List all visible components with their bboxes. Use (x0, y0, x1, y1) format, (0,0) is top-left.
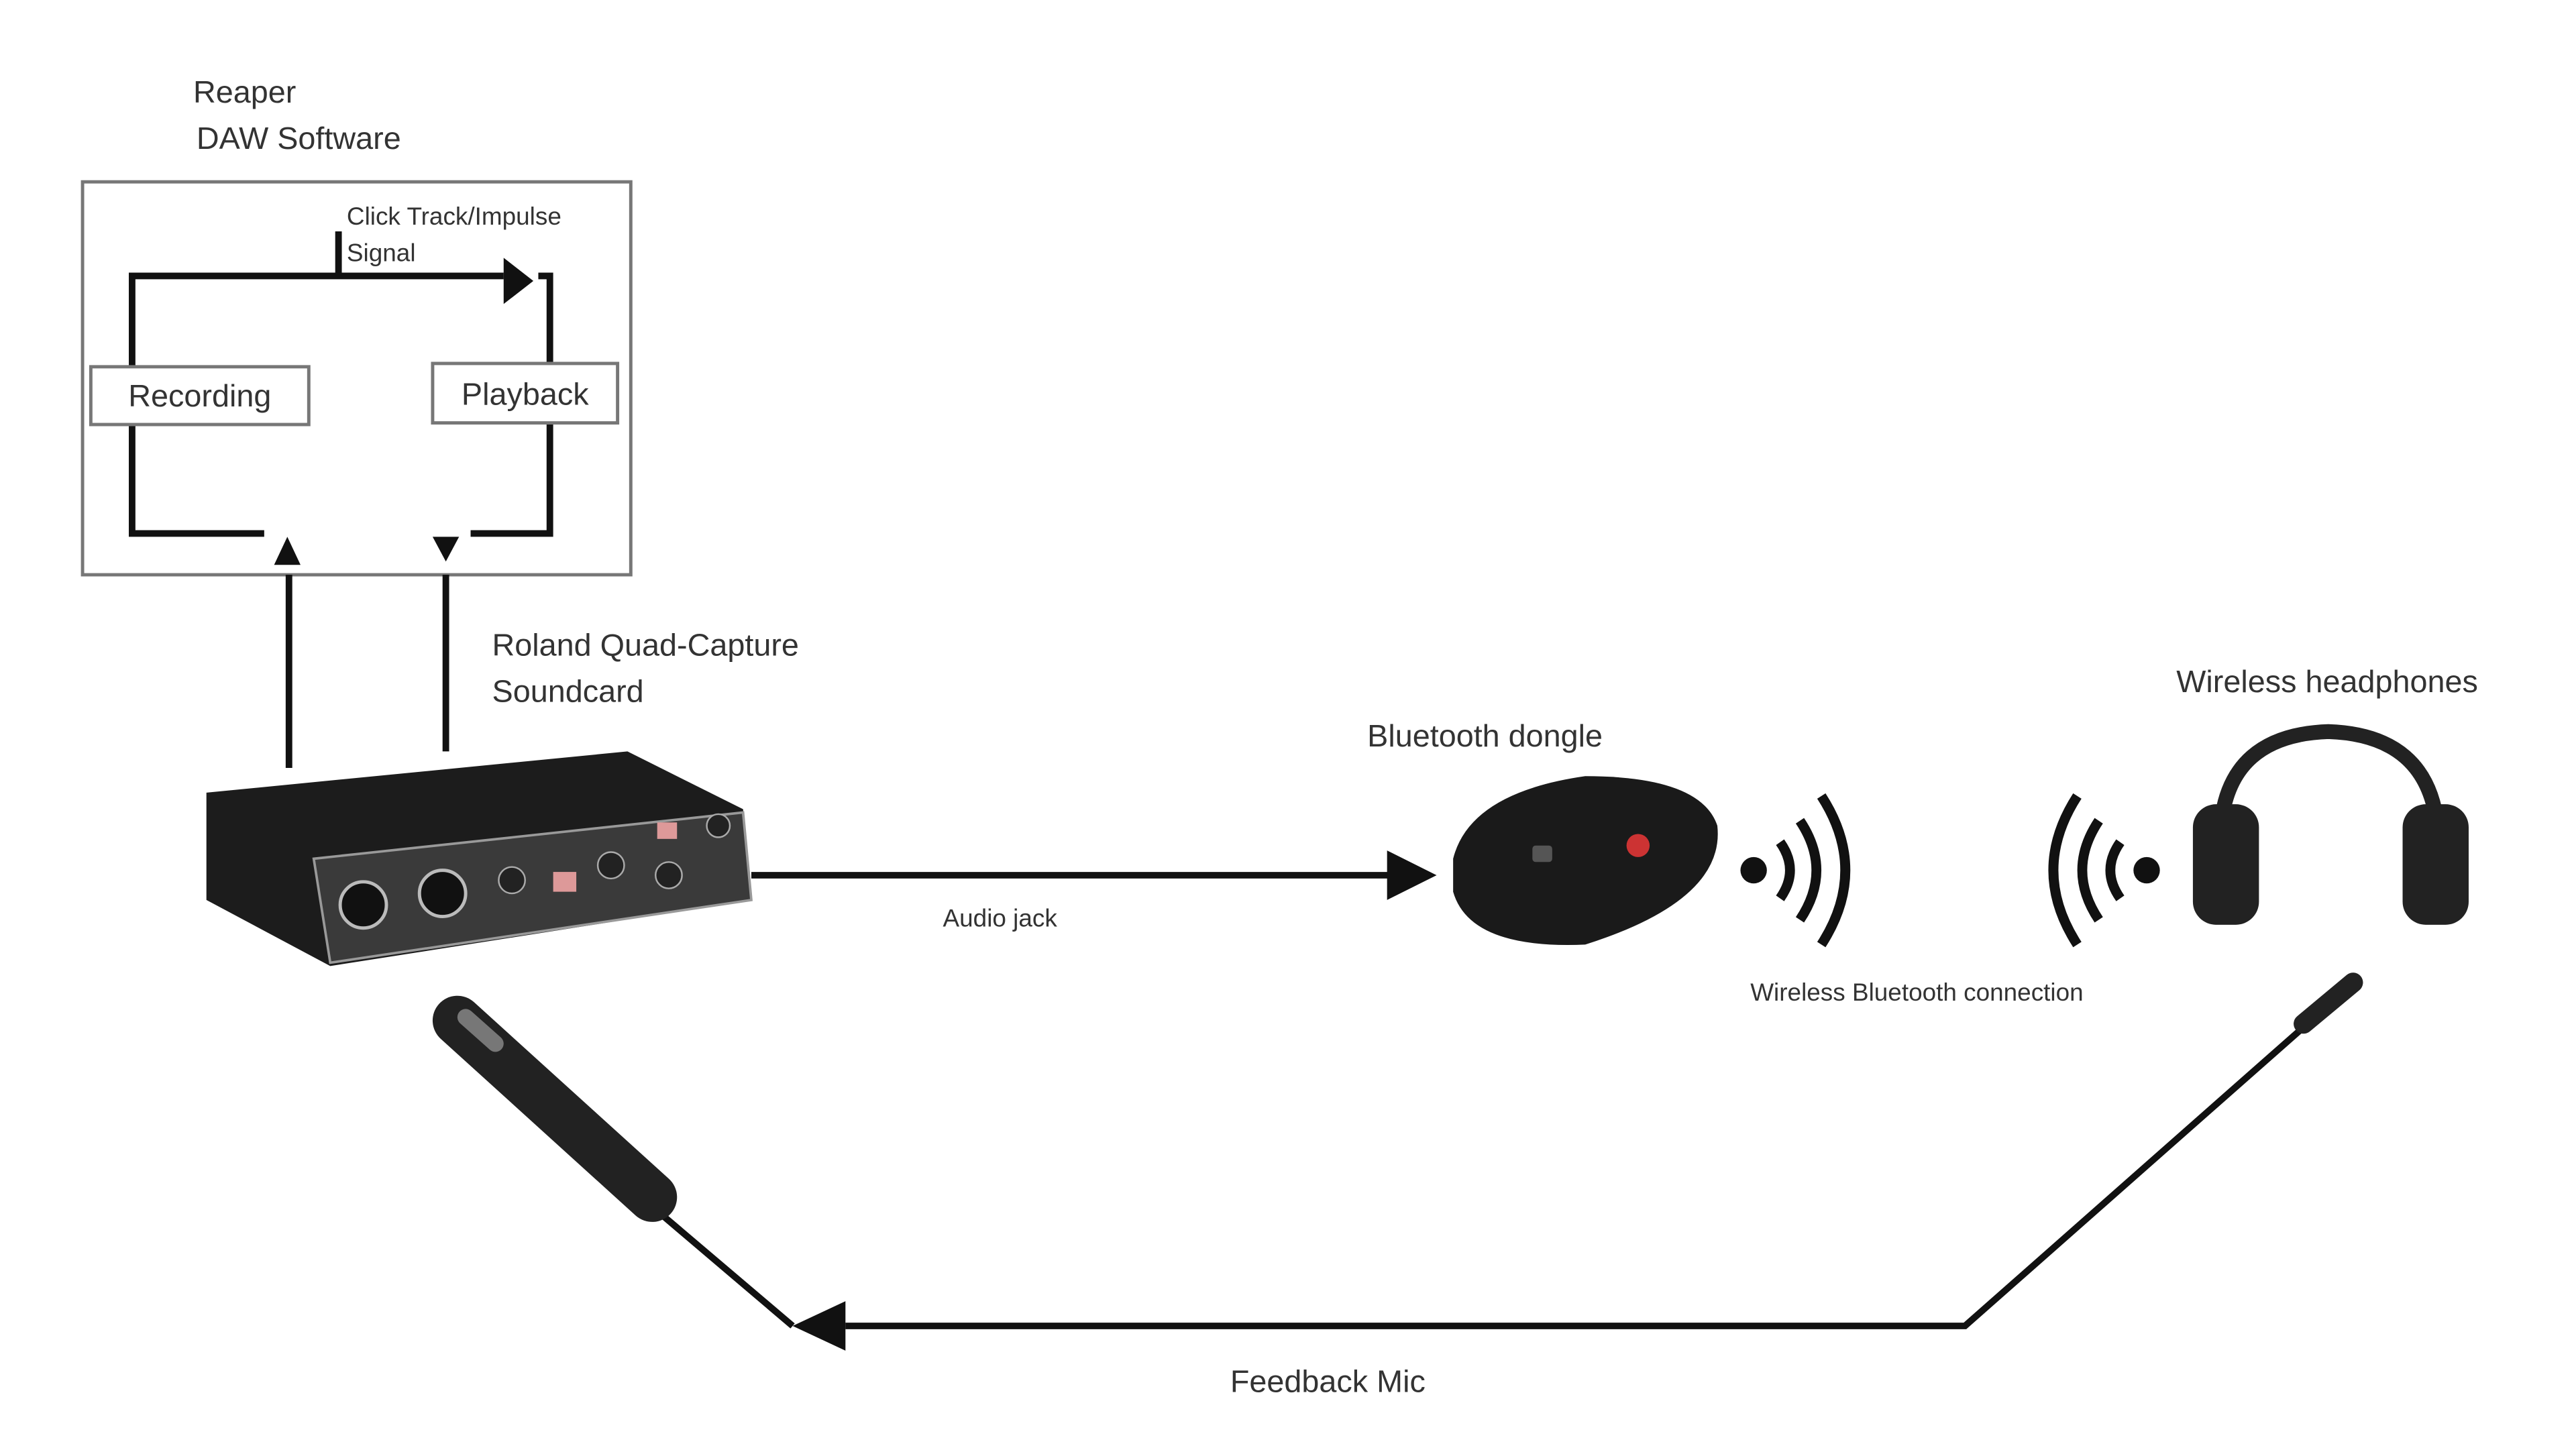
feedback-mic-label: Feedback Mic (1230, 1363, 1426, 1398)
feedback-mic-icon (432, 995, 678, 1222)
soundcard-label-line2: Soundcard (492, 674, 644, 709)
bluetooth-dongle (1453, 776, 1718, 945)
wireless-waves-out-icon (1740, 793, 1851, 948)
headphone-mic-capsule (2294, 972, 2363, 1034)
playback-label: Playback (462, 376, 589, 411)
daw-title-line1: Reaper (193, 74, 296, 109)
recording-label: Recording (128, 378, 271, 413)
audio-jack-label: Audio jack (943, 904, 1058, 932)
wireless-connection-label: Wireless Bluetooth connection (1750, 979, 2083, 1006)
soundcard-device (206, 751, 753, 966)
headphones-label: Wireless headphones (2176, 664, 2478, 699)
signal-label-line2: Signal (347, 239, 416, 266)
playback-box (431, 361, 620, 425)
signal-label-line1: Click Track/Impulse (347, 203, 561, 230)
arrow-down-playback (432, 537, 460, 562)
daw-title-line2: DAW Software (197, 121, 401, 156)
recording-box (89, 365, 311, 427)
wireless-waves-in-icon (2048, 793, 2160, 948)
daw-loop-lines (129, 231, 553, 769)
arrow-to-playback (503, 258, 534, 304)
soundcard-label-line1: Roland Quad-Capture (492, 628, 799, 663)
mic-cable (658, 1211, 795, 1329)
arrow-to-mic (792, 1301, 846, 1351)
headphones-icon (2192, 724, 2469, 925)
feedback-mic-cable (845, 988, 2347, 1329)
arrow-up-recording (274, 537, 301, 565)
dongle-label: Bluetooth dongle (1367, 718, 1603, 753)
arrow-to-dongle (1387, 850, 1437, 900)
